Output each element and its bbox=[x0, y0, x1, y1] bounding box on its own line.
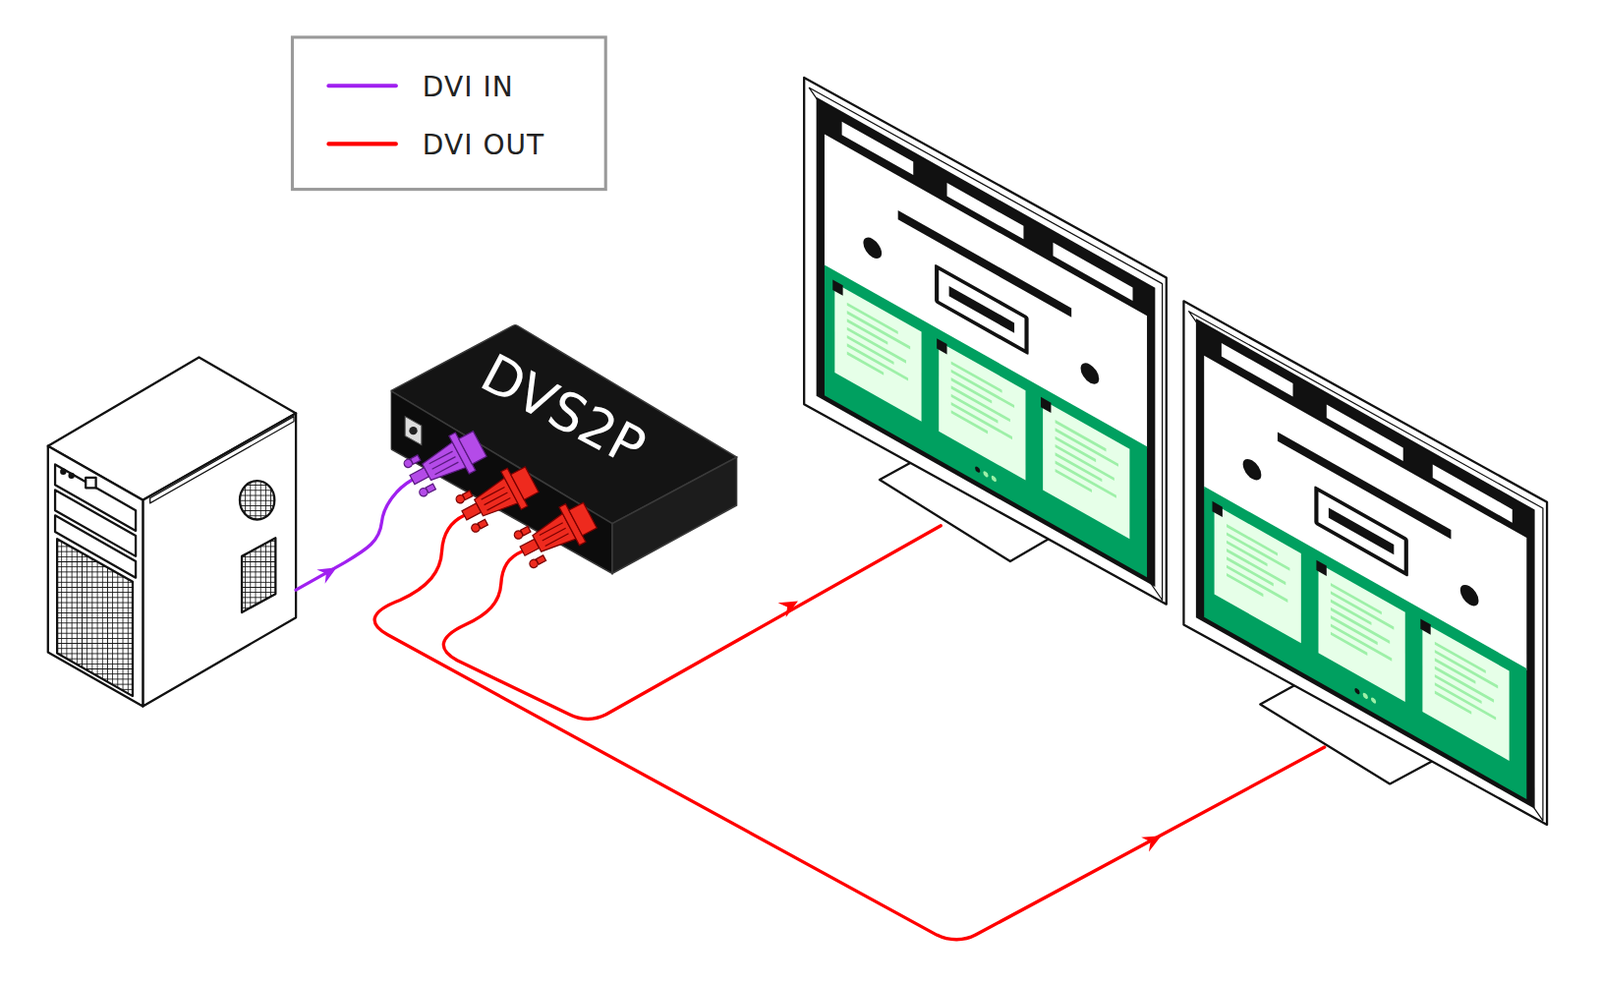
box-outline bbox=[391, 324, 739, 575]
monitor bbox=[803, 77, 1167, 605]
dvi-out-cable bbox=[443, 525, 941, 720]
signal-arrow bbox=[316, 560, 341, 584]
legend-text: DVI IN bbox=[422, 69, 515, 102]
legend-swatch bbox=[326, 80, 399, 91]
legend-swatch bbox=[326, 138, 399, 149]
monitor bbox=[1183, 300, 1547, 825]
legend-entry: DVI IN bbox=[326, 64, 515, 107]
signal-arrow bbox=[778, 593, 802, 618]
legend-entry: DVI OUT bbox=[326, 123, 545, 166]
legend-box: DVI IN DVI OUT bbox=[290, 35, 608, 191]
pc-tower bbox=[48, 356, 296, 706]
signal-arrow bbox=[1141, 828, 1165, 852]
dvi-plug bbox=[454, 460, 542, 535]
dvi-plug bbox=[512, 496, 600, 571]
dvi-in-cable bbox=[295, 479, 412, 590]
legend-text: DVI OUT bbox=[422, 127, 545, 160]
dvi-plug bbox=[401, 424, 490, 499]
dvi-out-cable bbox=[374, 514, 1325, 939]
splitter-box: DVS2P bbox=[391, 324, 739, 575]
